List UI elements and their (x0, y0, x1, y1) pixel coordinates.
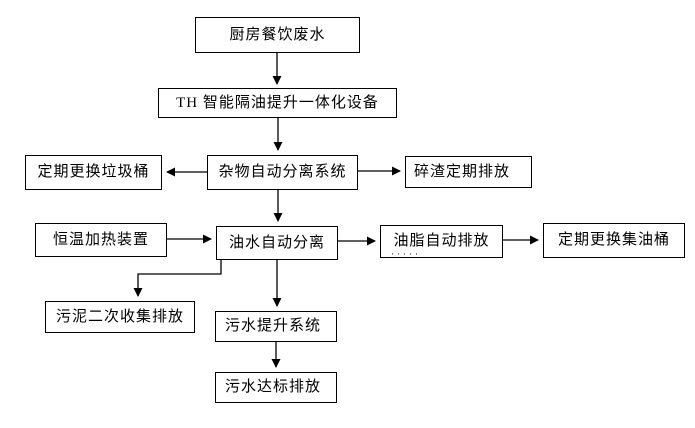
node-th-equipment: TH 智能隔油提升一体化设备 (158, 88, 397, 118)
node-label: 杂物自动分离系统 (218, 164, 347, 180)
node-label: 油脂自动排放 (393, 233, 490, 249)
node-grease-discharge: 油脂自动排放 ····· (380, 225, 503, 259)
node-label: 碎渣定期排放 (414, 163, 511, 180)
node-sludge-discharge: 污泥二次收集排放 (45, 301, 195, 333)
edge-oilwater-to-sludge (133, 260, 222, 297)
node-label: TH 智能隔油提升一体化设备 (176, 94, 379, 111)
node-label: 污水达标排放 (225, 379, 322, 395)
node-label: 油水自动分离 (228, 234, 325, 251)
node-label: 厨房餐饮废水 (229, 26, 326, 43)
node-oil-bucket: 定期更换集油桶 (543, 223, 685, 258)
node-sewage-discharge: 污水达标排放 (215, 372, 337, 403)
node-heating-device: 恒温加热装置 (35, 223, 167, 257)
node-label: 恒温加热装置 (52, 231, 149, 248)
node-label: 定期更换垃圾桶 (37, 164, 150, 180)
node-label: 定期更换集油桶 (557, 232, 670, 248)
node-residue-discharge: 碎渣定期排放 (405, 156, 532, 188)
node-debris-separation: 杂物自动分离系统 (207, 155, 358, 190)
node-label: 污水提升系统 (225, 318, 322, 334)
node-oil-water-separation: 油水自动分离 (216, 226, 338, 260)
node-label: 污泥二次收集排放 (55, 308, 184, 325)
node-sewage-lift: 污水提升系统 (215, 311, 337, 342)
node-trash-bin: 定期更换垃圾桶 (25, 155, 162, 190)
node-kitchen-wastewater: 厨房餐饮废水 (195, 17, 360, 53)
emphasis-dots: ····· (391, 249, 421, 259)
